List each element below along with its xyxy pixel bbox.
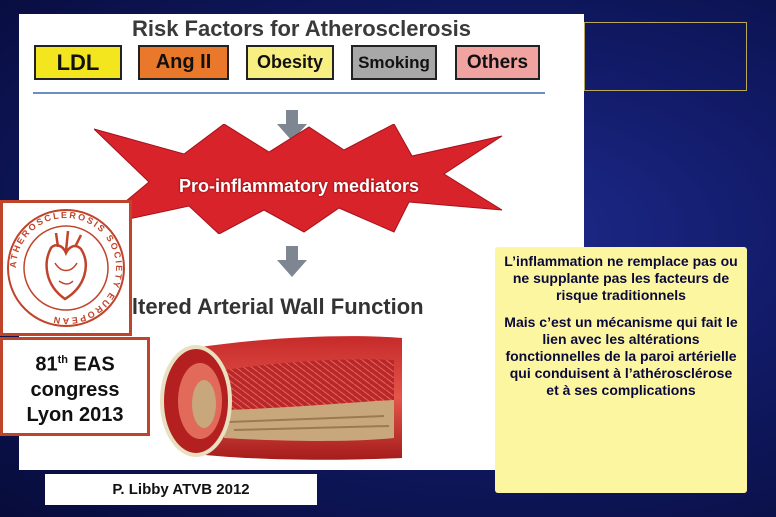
factor-others: Others <box>455 45 540 80</box>
pro-inflammatory-label: Pro-inflammatory mediators <box>178 176 420 196</box>
eas-congress-line3: Lyon 2013 <box>26 403 124 426</box>
note-paragraph-2: Mais c’est un mécanisme qui fait le lien… <box>504 314 738 398</box>
altered-wall-label: Altered Arterial Wall Function <box>116 294 424 319</box>
down-arrow-icon <box>277 246 307 277</box>
eas-congress-line2: congress <box>30 378 120 401</box>
empty-outline-box <box>584 22 747 91</box>
eas-seal-icon: ATHEROSCLEROSIS SOCIETY EUROPEAN <box>7 209 125 327</box>
citation-label: P. Libby ATVB 2012 <box>45 474 317 505</box>
eas-congress-line1: 81th EAS <box>35 353 115 376</box>
figure-title: Risk Factors for Atherosclerosis <box>131 16 472 41</box>
note-paragraph-1: L’inflammation ne remplace pas ou ne sup… <box>504 253 738 303</box>
figure-divider <box>33 92 545 94</box>
factor-ldl: LDL <box>34 45 122 80</box>
factor-smoking: Smoking <box>351 45 437 80</box>
artery-illustration <box>160 336 402 460</box>
factor-ang-ii: Ang II <box>138 45 229 80</box>
down-arrow-icon <box>277 110 307 141</box>
inflammation-burst-shape <box>94 124 503 234</box>
eas-logo: ATHEROSCLEROSIS SOCIETY EUROPEAN <box>0 200 132 336</box>
factor-obesity: Obesity <box>246 45 334 80</box>
french-note-box: L’inflammation ne remplace pas ou ne sup… <box>495 247 747 493</box>
eas-congress-label: 81th EAS congress Lyon 2013 <box>0 337 150 436</box>
